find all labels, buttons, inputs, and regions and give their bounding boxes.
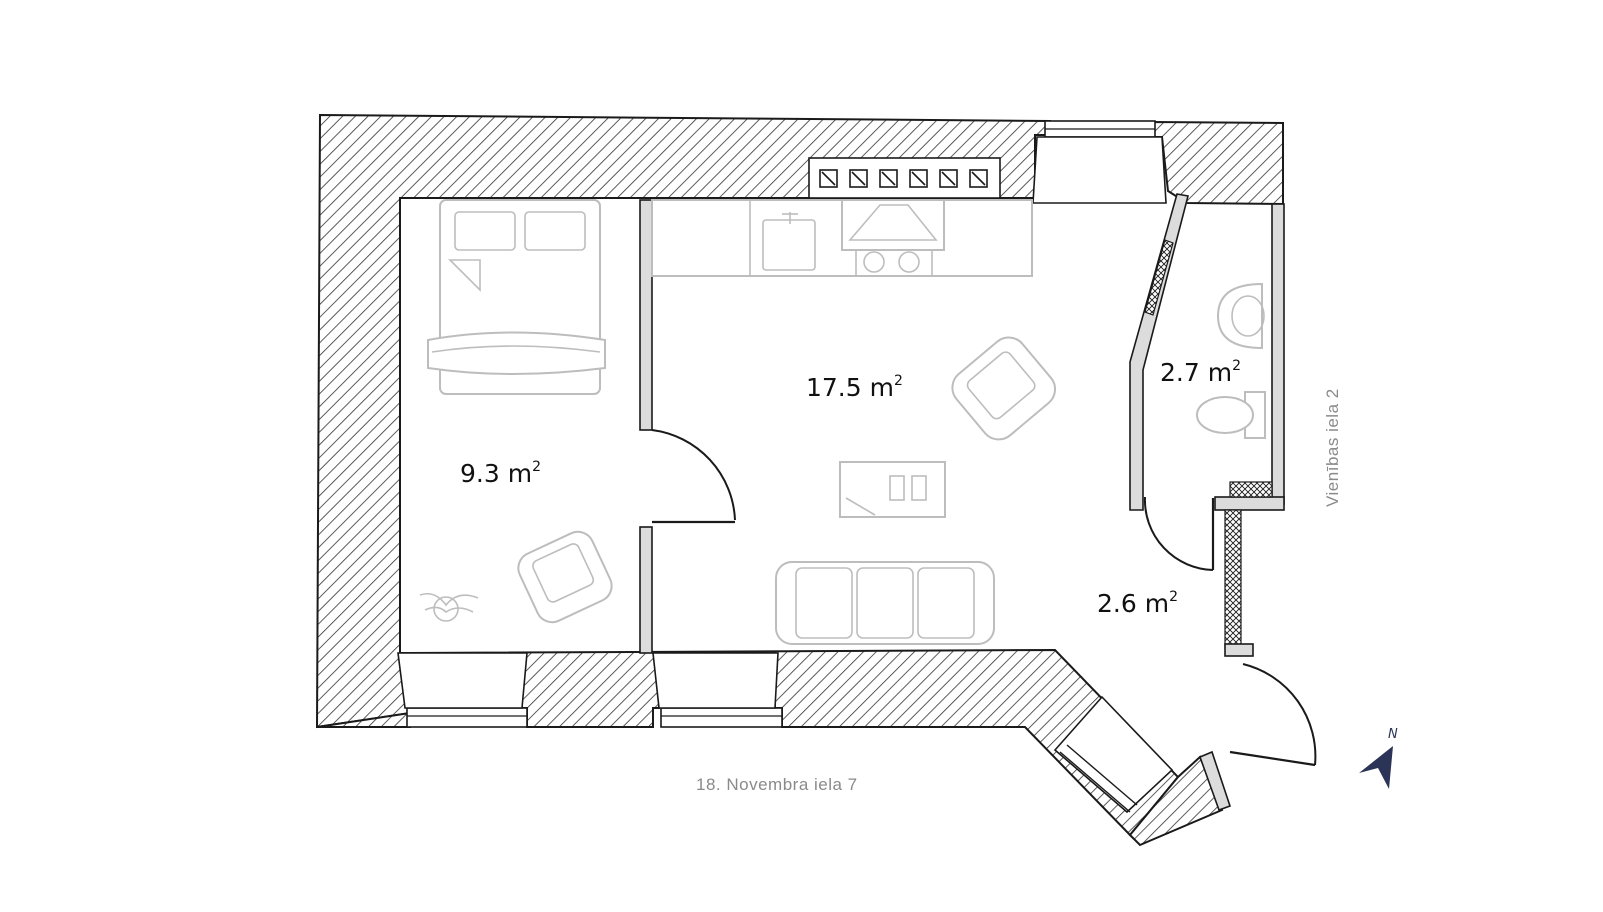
street-label-east: Vienības iela 2	[1323, 388, 1342, 507]
double-bed-icon	[427, 199, 606, 395]
sofa-icon	[775, 561, 995, 645]
wall-bedroom-bottom	[639, 526, 653, 654]
wall-north-east	[1151, 120, 1284, 206]
radiator-cell	[939, 169, 958, 188]
toilet-icon	[1196, 391, 1266, 439]
north-label: N	[1388, 727, 1398, 742]
kitchen	[651, 199, 1033, 277]
door-entrance-leaf	[1229, 750, 1316, 767]
radiator-cell	[879, 169, 898, 188]
window-south-1-reveal	[397, 652, 528, 709]
living-furniture	[775, 336, 1057, 645]
radiator-cell-mark	[881, 171, 896, 186]
shaft-vertical	[1224, 509, 1242, 649]
room-labels: 9.3 m2 17.5 m2 2.7 m2 2.6 m2	[460, 358, 1241, 618]
windows	[397, 120, 1174, 814]
radiator-cell-mark	[821, 171, 836, 186]
doors	[651, 429, 1317, 767]
kitchen-sink-icon	[762, 212, 816, 271]
wall-entrance-south	[1198, 750, 1232, 812]
radiator-cell-mark	[851, 171, 866, 186]
plant-icon	[419, 592, 479, 622]
radiator-cell-mark	[971, 171, 986, 186]
armchair-icon	[517, 530, 613, 624]
radiator-cell	[909, 169, 928, 188]
radiator-cells	[819, 169, 988, 188]
window-south-2-reveal	[652, 652, 779, 709]
radiator-cell	[819, 169, 838, 188]
room-area-bathroom: 2.7 m2	[1160, 358, 1241, 387]
door-bedroom-swing	[651, 429, 736, 521]
wall-bathroom-diagonal	[1129, 193, 1189, 511]
wall-entrance-jamb	[1224, 643, 1254, 657]
window-south-east	[1053, 695, 1174, 814]
radiator-cell	[969, 169, 988, 188]
wall-bedroom-top	[639, 199, 653, 431]
wall-bathroom-east	[1271, 203, 1285, 505]
bathroom-vent	[1144, 239, 1174, 316]
inner-walls	[639, 193, 1285, 812]
door-entrance-swing	[1242, 663, 1317, 766]
door-wc-swing	[1143, 496, 1214, 571]
radiator-icon	[808, 157, 1001, 199]
room-area-bedroom: 9.3 m2	[460, 459, 541, 488]
shaft-top	[1229, 481, 1273, 498]
radiator-cell-mark	[941, 171, 956, 186]
wall-bathroom-south	[1214, 496, 1285, 511]
bathroom-fixtures	[1196, 282, 1266, 439]
bedroom-furniture	[419, 199, 613, 624]
armchair-icon-living	[951, 336, 1057, 441]
wash-basin-icon	[1216, 282, 1265, 350]
radiator-cell	[849, 169, 868, 188]
radiator	[808, 157, 1001, 199]
window-north-reveal	[1032, 136, 1167, 204]
room-area-living: 17.5 m2	[806, 373, 903, 402]
window-south-1	[406, 707, 528, 728]
range-hood-icon	[841, 199, 945, 273]
window-south-2	[660, 707, 783, 728]
radiator-cell-mark	[911, 171, 926, 186]
coffee-table-icon	[839, 461, 946, 518]
street-label-south: 18. Novembra iela 7	[696, 775, 858, 794]
room-area-hallway: 2.6 m2	[1097, 589, 1178, 618]
north-arrow-icon: N	[1359, 727, 1398, 789]
